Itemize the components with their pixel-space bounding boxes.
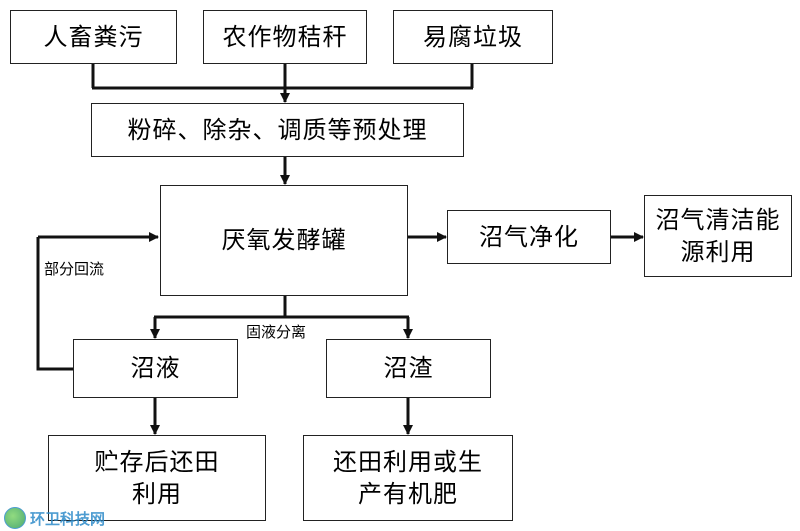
clean-energy-text: 沼气清洁能源利用 — [655, 205, 781, 266]
input-manure-box: 人畜粪污 — [10, 10, 177, 64]
pretreatment-text: 粉碎、除杂、调质等预处理 — [127, 115, 428, 144]
input-straw-box: 农作物秸秆 — [203, 10, 367, 64]
biogas-slurry-box: 沼液 — [73, 339, 238, 398]
input-straw-text: 农作物秸秆 — [222, 22, 348, 51]
partial-recycle-label: 部分回流 — [42, 258, 107, 279]
separation-label: 固液分离 — [244, 321, 309, 342]
recycle-loop — [36, 237, 73, 371]
residue-use-text: 还田利用或生产有机肥 — [333, 447, 483, 508]
slurry-use-box: 贮存后还田利用 — [48, 435, 266, 521]
clean-energy-box: 沼气清洁能源利用 — [644, 195, 792, 277]
input-waste-text: 易腐垃圾 — [423, 22, 523, 51]
digester-box: 厌氧发酵罐 — [160, 185, 408, 296]
watermark-text: 环卫科技网 — [30, 509, 106, 528]
slurry-use-text: 贮存后还田利用 — [94, 447, 220, 508]
pretreatment-box: 粉碎、除杂、调质等预处理 — [91, 103, 464, 157]
globe-logo-icon — [4, 507, 26, 529]
biogas-residue-box: 沼渣 — [326, 339, 491, 398]
input-manure-text: 人畜粪污 — [43, 22, 144, 51]
biogas-residue-text: 沼渣 — [383, 354, 434, 383]
biogas-slurry-text: 沼液 — [130, 354, 181, 383]
biogas-purification-box: 沼气净化 — [447, 210, 611, 264]
residue-use-box: 还田利用或生产有机肥 — [303, 435, 513, 521]
site-watermark: 环卫科技网 — [4, 507, 105, 529]
digester-text: 厌氧发酵罐 — [221, 226, 347, 255]
biogas-purification-text: 沼气净化 — [479, 222, 579, 251]
input-waste-box: 易腐垃圾 — [393, 10, 553, 64]
